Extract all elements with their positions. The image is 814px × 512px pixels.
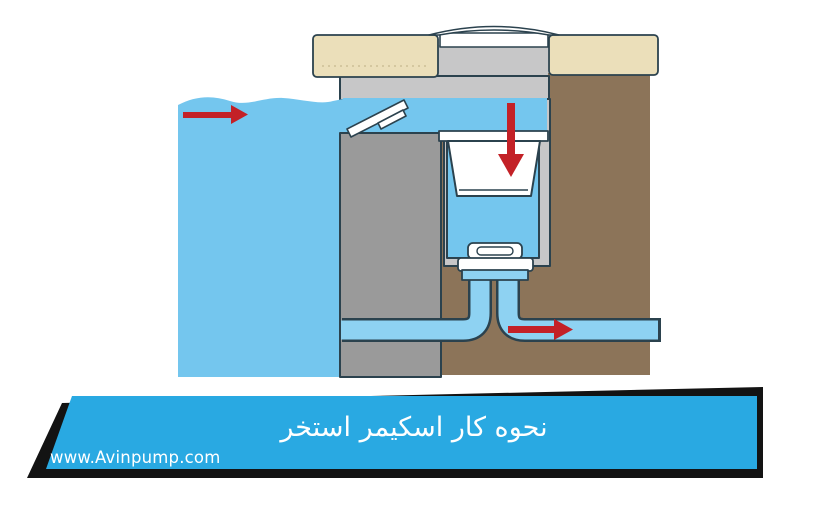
weir-flap-float: [377, 109, 407, 130]
outlet-pipe-flow-arrow-head: [554, 319, 573, 340]
outlet-pipe-flow-arrow-shaft: [508, 326, 555, 333]
basket-rim: [438, 130, 549, 142]
pool-surface-flow-arrow: [183, 105, 248, 124]
diagram-shapes: [178, 25, 661, 378]
outlet-fitting-collar: [461, 269, 529, 281]
basket-inflow-arrow-shaft: [507, 103, 515, 156]
deck-right: [548, 34, 659, 76]
basket-body: [447, 140, 541, 197]
outlet-fitting-flange: [457, 257, 534, 272]
deck-left: [312, 34, 439, 78]
basket-inflow-arrow: [498, 103, 524, 177]
pool-surface-flow-arrow-shaft: [183, 112, 231, 118]
outlet-fitting-slot: [476, 246, 514, 256]
lid-dome: [428, 25, 560, 36]
banner-title: نحوه کار اسکیمر استخر: [280, 412, 548, 443]
skimmer-top-band: [339, 75, 550, 101]
lid-collar: [439, 32, 549, 48]
basket-inflow-arrow-head: [498, 154, 524, 177]
outlet-pipe-flow-arrow: [508, 319, 573, 340]
banner-background: [46, 396, 757, 469]
pool-water: [178, 97, 343, 377]
watermark-url: www.Avinpump.com: [50, 448, 221, 467]
pool-surface-flow-arrow-head: [231, 105, 248, 124]
skimmer-neck: [438, 45, 548, 79]
equalizer-pipe: [341, 277, 490, 340]
weir-flap: [346, 99, 409, 138]
